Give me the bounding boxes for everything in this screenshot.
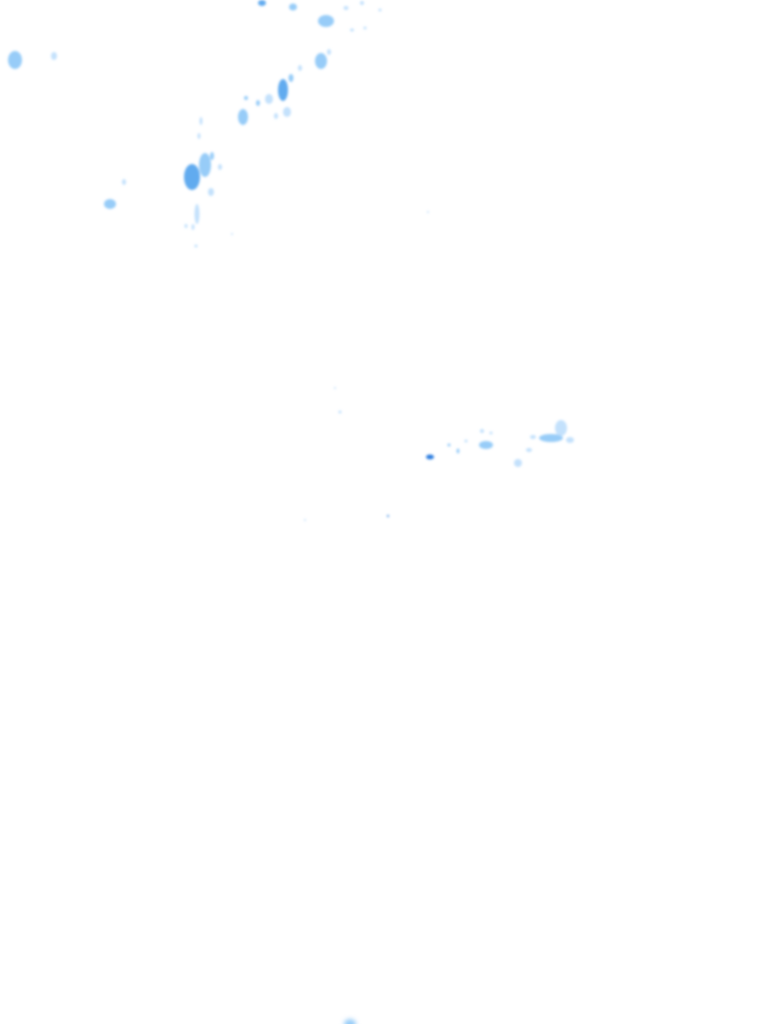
precip-cell [363, 26, 367, 30]
precip-cell [288, 74, 294, 82]
precip-cell [464, 439, 468, 443]
precip-cell [350, 28, 354, 32]
precip-cell [51, 52, 57, 60]
precip-cell [360, 1, 364, 5]
precip-cell [122, 179, 126, 185]
precip-cell [447, 443, 451, 447]
precip-cell [238, 109, 248, 125]
precip-cell [184, 224, 188, 228]
precip-cell [334, 387, 336, 389]
precip-cell [378, 8, 382, 12]
precip-cell [210, 152, 214, 160]
precip-cell [514, 459, 522, 467]
precip-cell [479, 441, 493, 449]
precip-cell [327, 49, 331, 55]
precip-cell [555, 420, 567, 436]
precip-cell [456, 448, 460, 454]
precip-cell [315, 53, 327, 69]
precip-cell [197, 133, 201, 139]
precip-cell [191, 224, 195, 230]
precip-cell [256, 100, 260, 106]
precip-cell [218, 164, 222, 170]
precip-cell [343, 6, 349, 10]
precip-cell [231, 233, 233, 235]
precip-cell [199, 153, 211, 177]
precip-cell [104, 199, 116, 209]
precip-cell [208, 188, 214, 196]
precip-cell [344, 1019, 356, 1024]
precip-band-northwest [8, 0, 382, 248]
precip-band-central [304, 211, 574, 521]
precip-cell [566, 437, 574, 443]
precip-cell [318, 15, 334, 27]
precip-cell [258, 0, 266, 6]
precip-cell [530, 435, 536, 439]
precip-cell [427, 211, 429, 213]
precip-cell [244, 96, 248, 100]
precip-cell [194, 204, 200, 224]
precip-cell [338, 410, 342, 414]
precip-cell [539, 434, 563, 442]
precip-cell [289, 3, 297, 11]
precip-cell [265, 94, 273, 104]
precip-cell [304, 519, 306, 521]
precip-cell [278, 79, 288, 101]
precip-cell [274, 113, 278, 119]
precip-cell [298, 65, 302, 71]
precip-cell [184, 164, 200, 190]
precip-band-south [344, 1019, 356, 1024]
precip-cell [426, 454, 434, 460]
precip-cell [526, 448, 532, 452]
precip-cell [480, 429, 484, 433]
precip-cell [199, 117, 203, 125]
precip-cell [283, 107, 291, 117]
precip-cell [194, 244, 198, 248]
precip-cell [8, 51, 22, 69]
precip-cell [489, 431, 493, 435]
precip-cell [387, 515, 389, 517]
